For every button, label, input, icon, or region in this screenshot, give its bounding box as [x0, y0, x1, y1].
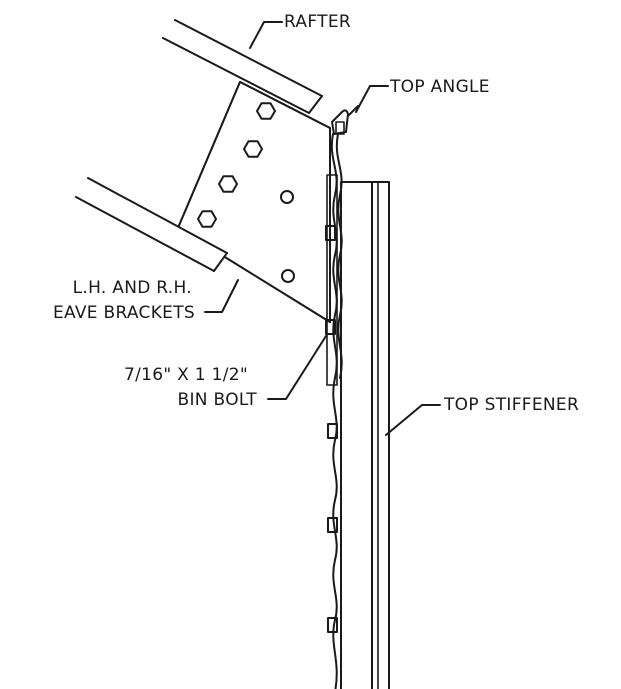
leader-lines	[204, 21, 441, 436]
eave-bracket-plate	[177, 81, 331, 323]
top-stiffener	[340, 181, 390, 689]
bin-bolt-head	[325, 225, 336, 241]
bin-bolt-label-line1: 7/16" X 1 1/2"	[124, 365, 248, 385]
bin-bolt-head	[325, 319, 336, 335]
bolt-hole	[281, 269, 295, 283]
sheet-bin-bolts	[325, 225, 338, 633]
bracket-holes	[280, 190, 295, 283]
callout-labels: RAFTER TOP ANGLE L.H. AND R.H. EAVE BRAC…	[53, 12, 579, 415]
bin-bolt-label-line2: BIN BOLT	[178, 390, 258, 410]
top-angle-leader	[355, 85, 389, 113]
bracket-hex-bolts	[197, 102, 276, 228]
bin-bolt-head	[327, 517, 338, 533]
hex-bolt	[218, 175, 238, 193]
rafter-label: RAFTER	[284, 12, 351, 32]
lower-rafter	[75, 177, 228, 272]
top-angle	[331, 105, 359, 135]
bin-bolt-leader	[267, 335, 327, 400]
top-angle-label: TOP ANGLE	[389, 77, 490, 97]
rafter-leader	[249, 21, 283, 49]
top-stiffener-leader	[385, 404, 441, 436]
bin-bolt-head	[327, 617, 338, 633]
eave-brackets-label-line2: EAVE BRACKETS	[53, 303, 195, 323]
hex-bolt	[197, 210, 217, 228]
hex-bolt	[256, 102, 276, 120]
hex-bolt	[243, 140, 263, 158]
bin-bolt-head	[327, 423, 338, 439]
bolt-hole	[280, 190, 294, 204]
top-stiffener-label: TOP STIFFENER	[443, 395, 579, 415]
eave-brackets-leader	[204, 279, 239, 313]
eave-brackets-label-line1: L.H. AND R.H.	[73, 278, 192, 298]
upper-rafter	[162, 19, 323, 114]
